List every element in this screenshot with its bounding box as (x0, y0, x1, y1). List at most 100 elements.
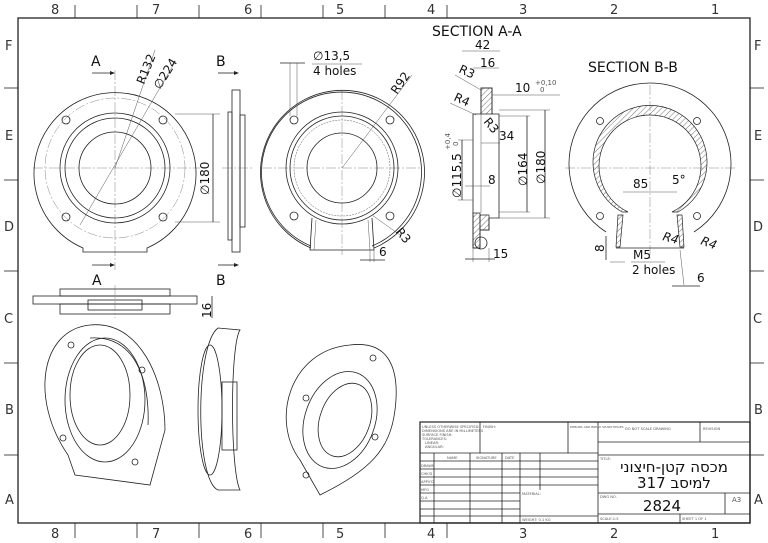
role-drawn: DRAWN (421, 464, 435, 468)
sheet-size: A3 (732, 496, 741, 504)
row-label: B (754, 403, 763, 418)
col-label: 8 (51, 3, 59, 18)
tol-10-lower: 0 (540, 86, 544, 94)
section-bb-title: SECTION B-B (588, 60, 678, 76)
note-line: TOLERANCES: (421, 437, 447, 441)
dim-thread: M5 (633, 248, 651, 262)
role-checked: CHK'D (421, 472, 433, 476)
section-aa-title: SECTION A-A (432, 24, 522, 40)
drawing-title-line2: למיסב 317 (637, 474, 711, 492)
cut-label-a: A (91, 54, 101, 70)
dim-d164: ∅164 (516, 153, 530, 186)
col-label: 2 (610, 3, 618, 18)
material-label: MATERIAL: (522, 492, 541, 496)
dim-d180: ∅180 (534, 151, 548, 184)
note-line: SURFACE FINISH: (422, 433, 453, 437)
drawing-border (17, 17, 751, 524)
note-line: LINEAR: (425, 441, 439, 445)
cut-label-a-top: A (92, 273, 102, 289)
tol-10-upper: +0,10 (535, 79, 556, 87)
dim-r3: R3 (393, 225, 414, 246)
iso-view-left (44, 324, 166, 486)
dim-thread-count: 2 holes (632, 263, 675, 277)
column-labels-bottom: 8 7 6 5 4 3 2 1 (51, 527, 719, 542)
tol-115-lower: 0 (452, 142, 460, 146)
side-view: B (216, 54, 252, 267)
section-aa: SECTION A-A 42 16 R3 R4 R3 10 +0,10 0 34… (432, 24, 560, 262)
dim-r4a: R4 (661, 229, 680, 247)
col-label: 7 (152, 3, 160, 18)
finish-label: FINISH: (483, 425, 496, 429)
col-label: 1 (711, 3, 719, 18)
revision-label: REVISION (703, 427, 720, 431)
col-label: 3 (519, 3, 527, 18)
weight-label: WEIGHT: 0.1 KG (522, 518, 551, 522)
dwg-no-label: DWG NO. (600, 495, 617, 499)
col-label: 6 (244, 3, 252, 18)
iso-view-right (285, 344, 397, 496)
drawing-number: 2824 (643, 497, 681, 515)
dim-15: 15 (493, 247, 508, 261)
note-line: UNLESS OTHERWISE SPECIFIED: (422, 425, 480, 429)
row-label: E (754, 129, 762, 144)
dim-10: 10 (515, 81, 530, 95)
note-line: DIMENSIONS ARE IN MILLIMETERS (422, 429, 484, 433)
col-label: 3 (519, 527, 527, 542)
role-qa: Q.A (421, 496, 428, 500)
dim-85: 85 (633, 177, 648, 191)
row-label: C (4, 312, 13, 327)
title-block: UNLESS OTHERWISE SPECIFIED: DIMENSIONS A… (419, 421, 751, 524)
dim-42: 42 (475, 38, 490, 52)
sheet-label: SHEET 1 OF 1 (682, 517, 707, 521)
row-label: F (754, 39, 761, 54)
iso-view-middle (197, 327, 241, 491)
dim-16: 16 (480, 56, 495, 70)
section-bb: SECTION B-B 85 5° R4 R4 8 M5 2 holes 6 (565, 60, 735, 287)
row-label: F (5, 39, 12, 54)
dim-d115: ∅115,5 (450, 153, 464, 198)
cut-label-b-top: B (216, 273, 226, 289)
front-view: R132 ∅224 ∅180 A (33, 49, 220, 270)
dim-8: 8 (593, 244, 607, 252)
cut-label-b: B (216, 54, 226, 70)
row-label: D (4, 220, 14, 235)
header-date: DATE (505, 456, 515, 460)
col-label: 4 (427, 527, 435, 542)
col-label: 8 (51, 527, 59, 542)
dim-16-top: 16 (200, 303, 214, 318)
no-scale-label: DO NOT SCALE DRAWING (625, 427, 671, 431)
col-label: 4 (427, 3, 435, 18)
dim-r92: R92 (388, 69, 413, 96)
dim-34: 34 (499, 129, 514, 143)
col-label: 1 (711, 527, 719, 542)
dim-r4: R4 (452, 90, 472, 109)
row-label: C (753, 312, 762, 327)
row-label: D (753, 220, 763, 235)
header-name: NAME (447, 456, 458, 460)
role-mfg: MFG (421, 488, 429, 492)
scale-label: SCALE:1:5 (600, 517, 619, 521)
dim-6: 6 (697, 271, 705, 285)
note-line: ANGULAR: (425, 445, 444, 449)
zone-ticks (4, 5, 764, 538)
dim-w6: 6 (379, 245, 387, 259)
dim-r3a: R3 (457, 62, 477, 81)
col-label: 7 (152, 527, 160, 542)
row-label: E (5, 129, 13, 144)
col-label: 5 (336, 3, 344, 18)
col-label: 2 (610, 527, 618, 542)
row-label: A (5, 493, 14, 508)
dim-hole-dia: ∅13,5 (313, 49, 350, 63)
top-view: A B 16 (32, 273, 226, 318)
role-approved: APPV'D (421, 480, 434, 484)
tol-115-upper: +0,4 (444, 132, 452, 150)
dim-r4b: R4 (699, 234, 719, 253)
dim-d180: ∅180 (198, 162, 212, 195)
column-labels-top: 8 7 6 5 4 3 2 1 (51, 3, 719, 18)
drawing-title-line1: מכסה קטן-חיצוני (620, 458, 728, 476)
dim-angle: 5° (672, 173, 686, 187)
header-signature: SIGNATURE (476, 456, 497, 460)
col-label: 5 (336, 527, 344, 542)
deburr-label: DEBURR AND BREAK SHARP EDGES (570, 425, 624, 429)
